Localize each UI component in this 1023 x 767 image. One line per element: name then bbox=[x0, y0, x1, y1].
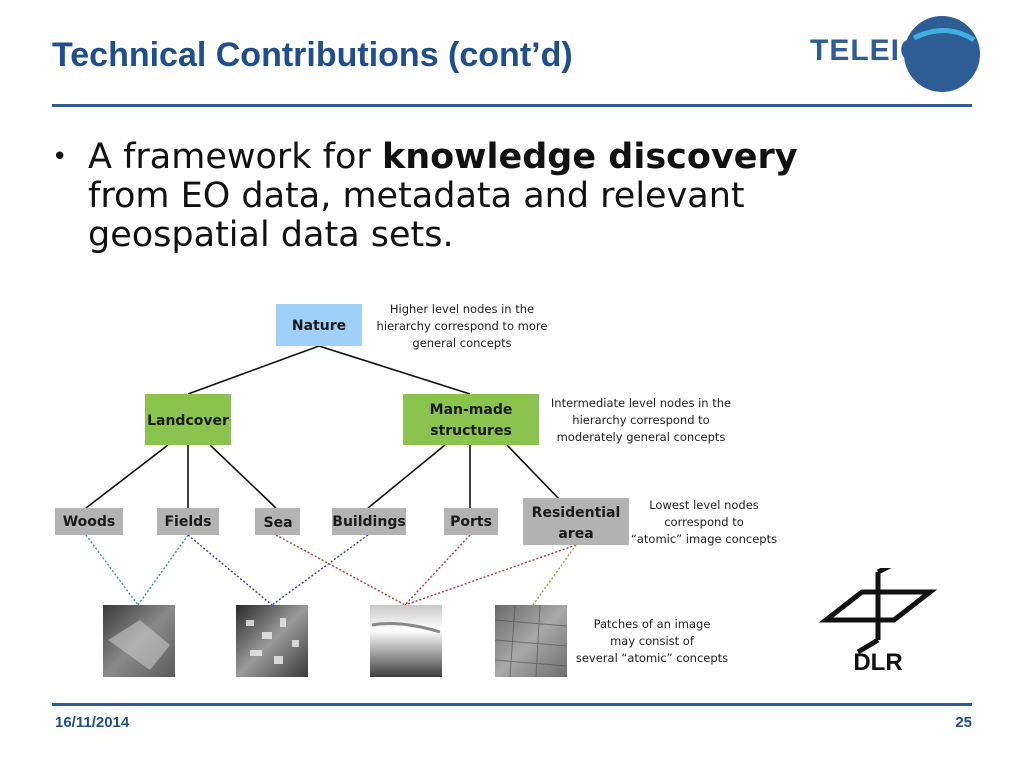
node-ports bbox=[444, 508, 498, 535]
image-patch-3-harbour bbox=[371, 622, 441, 634]
assoc-fields-patch2 bbox=[187, 534, 273, 606]
note-lowest-line-2: correspond to bbox=[664, 515, 744, 529]
note-lowest: Lowest level nodes correspond to “atomic… bbox=[631, 498, 777, 546]
image-patch-3 bbox=[370, 605, 442, 677]
assoc-sea-patch3 bbox=[275, 534, 406, 606]
node-residential-label-1: Residential bbox=[532, 505, 621, 521]
dlr-logo-mark bbox=[818, 568, 938, 655]
dlr-logo-text: DLR bbox=[853, 649, 902, 676]
edge-landcover-woods bbox=[85, 444, 169, 509]
note-patches-line-3: several “atomic” concepts bbox=[576, 651, 728, 665]
teleios-logo-letters: TELEIOS bbox=[810, 34, 945, 67]
slide-title: Technical Contributions (cont’d) bbox=[52, 36, 573, 74]
assoc-woods-patch1 bbox=[85, 534, 139, 606]
image-patch-4-streets bbox=[494, 604, 568, 678]
assoc-fields-patch1 bbox=[137, 534, 189, 606]
note-higher-line-2: hierarchy correspond to more bbox=[377, 319, 548, 333]
teleios-logo: TELEIOS bbox=[810, 16, 980, 92]
node-woods-label: Woods bbox=[63, 514, 116, 530]
node-manmade bbox=[403, 394, 539, 445]
node-buildings bbox=[332, 508, 406, 535]
note-lowest-line-3: “atomic” image concepts bbox=[631, 532, 777, 546]
note-patches-line-1: Patches of an image bbox=[594, 617, 711, 631]
note-intermediate-line-1: Intermediate level nodes in the bbox=[551, 396, 731, 410]
note-higher-line-1: Higher level nodes in the bbox=[390, 302, 534, 316]
assoc-buildings-patch2 bbox=[271, 534, 369, 606]
node-residential bbox=[523, 498, 629, 545]
node-manmade-label-2: structures bbox=[430, 423, 512, 439]
node-landcover bbox=[145, 394, 231, 445]
teleios-logo-arc bbox=[912, 27, 976, 43]
node-ports-label: Ports bbox=[450, 514, 492, 530]
node-manmade-label-1: Man-made bbox=[430, 402, 513, 418]
assoc-residential-patch4 bbox=[532, 544, 577, 606]
node-residential-label-2: area bbox=[558, 526, 593, 542]
node-fields-label: Fields bbox=[164, 514, 211, 530]
concept-hierarchy-diagram: Nature Landcover Man-made structures Woo… bbox=[55, 302, 777, 678]
node-buildings-label: Buildings bbox=[332, 514, 405, 530]
edge-nature-landcover bbox=[187, 345, 320, 395]
node-sea bbox=[255, 508, 300, 535]
footer-date: 16/11/2014 bbox=[55, 714, 130, 731]
node-landcover-label: Landcover bbox=[147, 413, 229, 429]
bullet-text-bold: knowledge discovery bbox=[381, 137, 798, 177]
note-intermediate: Intermediate level nodes in the hierarch… bbox=[551, 396, 731, 444]
image-patch-1-field bbox=[108, 620, 170, 670]
note-lowest-line-1: Lowest level nodes bbox=[649, 498, 759, 512]
image-patch-2-buildings bbox=[246, 618, 299, 664]
node-fields bbox=[157, 508, 219, 535]
note-intermediate-line-2: hierarchy correspond to bbox=[572, 413, 709, 427]
node-woods bbox=[55, 508, 123, 535]
dlr-logo: DLR bbox=[818, 568, 938, 676]
edge-landcover-sea bbox=[209, 444, 277, 509]
hierarchy-edges bbox=[85, 345, 561, 509]
node-nature bbox=[276, 304, 362, 346]
bullet-dot: • bbox=[52, 142, 68, 172]
image-patches bbox=[103, 604, 568, 678]
node-sea-label: Sea bbox=[263, 515, 292, 531]
page-number: 25 bbox=[955, 714, 972, 731]
footer-rule bbox=[52, 703, 972, 706]
bullet-item: A framework for knowledge discovery from… bbox=[88, 138, 868, 255]
edge-manmade-residential bbox=[506, 444, 561, 501]
title-underline bbox=[52, 104, 972, 107]
note-patches-line-2: may consist of bbox=[610, 634, 695, 648]
bullet-text-post: from EO data, metadata and relevant geos… bbox=[88, 176, 745, 255]
note-higher-line-3: general concepts bbox=[412, 336, 511, 350]
node-nature-label: Nature bbox=[292, 318, 346, 334]
note-patches: Patches of an image may consist of sever… bbox=[576, 617, 728, 665]
edge-nature-manmade bbox=[318, 345, 471, 395]
assoc-ports-patch3 bbox=[404, 534, 471, 606]
association-lines bbox=[85, 534, 577, 606]
edge-manmade-buildings bbox=[367, 444, 446, 509]
assoc-residential-patch3 bbox=[404, 544, 577, 606]
note-intermediate-line-3: moderately general concepts bbox=[557, 430, 726, 444]
note-higher: Higher level nodes in the hierarchy corr… bbox=[377, 302, 548, 350]
bullet-text-pre: A framework for bbox=[88, 137, 382, 177]
